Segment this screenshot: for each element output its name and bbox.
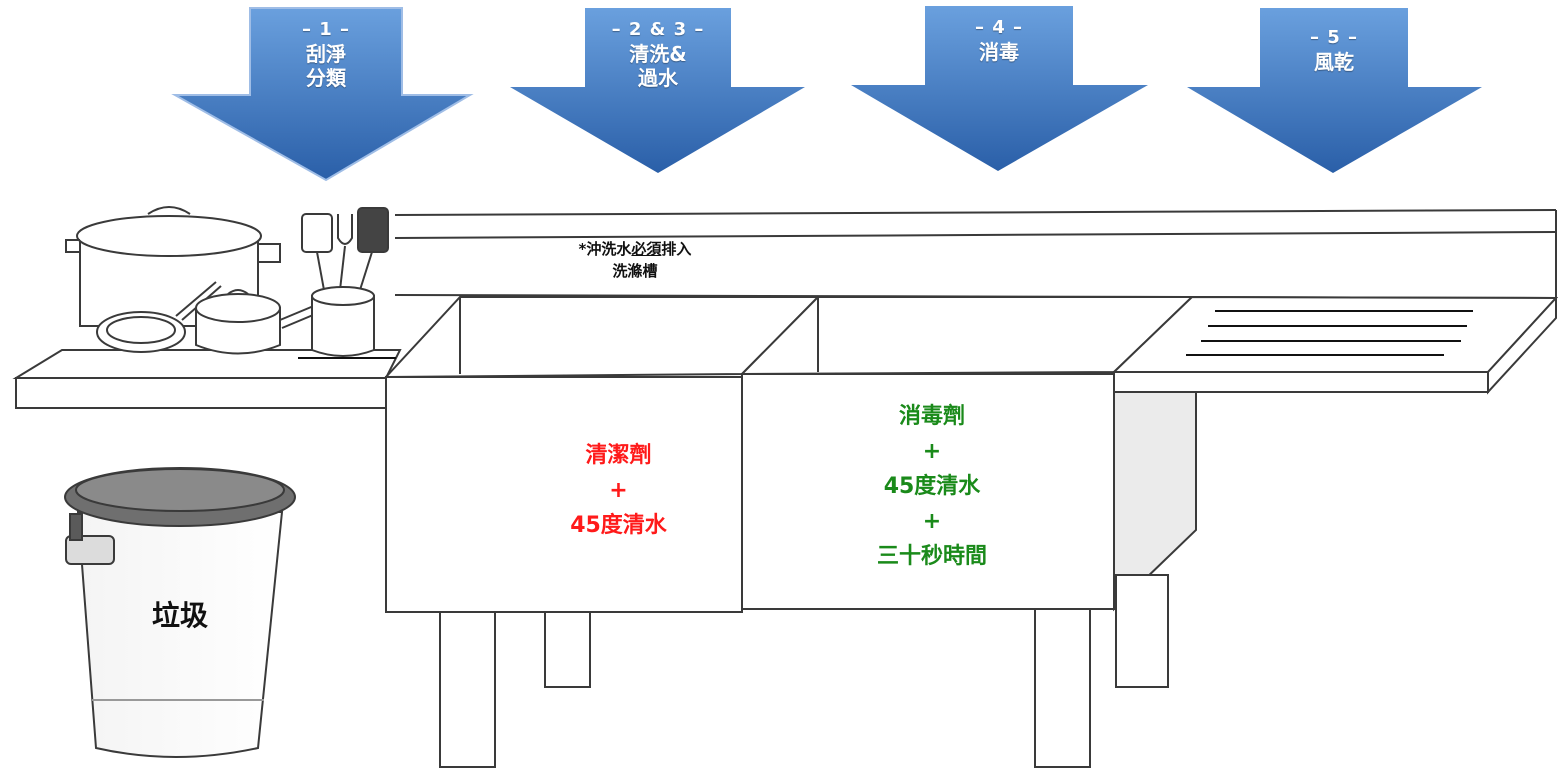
step-2-3-line-2: 過水 xyxy=(638,66,678,90)
drying-rack-icon xyxy=(1186,310,1473,356)
step-1-number: – 1 – xyxy=(301,19,351,40)
step-5-number: – 5 – xyxy=(1309,27,1359,48)
step-5-line-1: 風乾 xyxy=(1314,50,1354,74)
sanitize-sink-line-1: 消毒劑 xyxy=(898,404,965,429)
step-2-3-label: – 2 & 3 – 清洗& 過水 xyxy=(585,18,731,90)
sanitize-sink-line-4: + xyxy=(922,509,942,534)
sanitize-sink-line-3: 45度清水 xyxy=(883,474,981,499)
step-arrow-2-3 xyxy=(510,8,805,173)
step-1-line-1: 刮淨 xyxy=(306,42,346,66)
step-2-3-number: – 2 & 3 – xyxy=(611,19,705,40)
step-arrow-1 xyxy=(171,7,474,182)
step-1-line-2: 分類 xyxy=(306,66,346,90)
wash-sink-line-1: 清潔劑 xyxy=(585,443,652,468)
sink-top xyxy=(383,296,1195,379)
rinse-water-note: *沖洗水必須排入 洗滌槽 xyxy=(520,238,750,282)
sanitize-sink-line-2: + xyxy=(922,439,942,464)
wash-sink-line-3: 45度清水 xyxy=(570,513,667,538)
step-5-label: – 5 – 風乾 xyxy=(1260,26,1408,74)
trash-bin-icon xyxy=(64,467,296,758)
step-2-3-line-1: 清洗& xyxy=(629,42,687,66)
step-4-label: – 4 – 消毒 xyxy=(925,16,1073,64)
trash-bin-label: 垃圾 xyxy=(151,599,208,632)
sink-fronts xyxy=(385,373,1115,613)
utensil-holder-icon xyxy=(301,207,389,357)
sanitize-sink-line-5: 三十秒時間 xyxy=(876,544,987,569)
note-line-1: *沖洗水必須排入 xyxy=(520,238,750,260)
drainboard-counter xyxy=(1111,295,1558,612)
note-prefix: *沖洗水 xyxy=(578,240,632,258)
wash-sink-line-2: + xyxy=(609,478,628,503)
step-1-label: – 1 – 刮淨 分類 xyxy=(250,18,402,90)
step-arrow-5 xyxy=(1187,8,1482,173)
cookware-icon xyxy=(65,206,396,359)
sanitize-sink-label: 消毒劑 + 45度清水 + 三十秒時間 xyxy=(742,399,1122,574)
step-4-number: – 4 – xyxy=(974,17,1024,38)
step-4-line-1: 消毒 xyxy=(979,40,1019,64)
note-line-2: 洗滌槽 xyxy=(612,262,658,280)
note-suffix: 排入 xyxy=(661,240,692,258)
note-underlined: 必須 xyxy=(631,240,662,258)
wash-sink-label: 清潔劑 + 45度清水 xyxy=(386,438,851,543)
step-arrow-4 xyxy=(851,6,1148,171)
sink-legs xyxy=(439,574,1169,768)
